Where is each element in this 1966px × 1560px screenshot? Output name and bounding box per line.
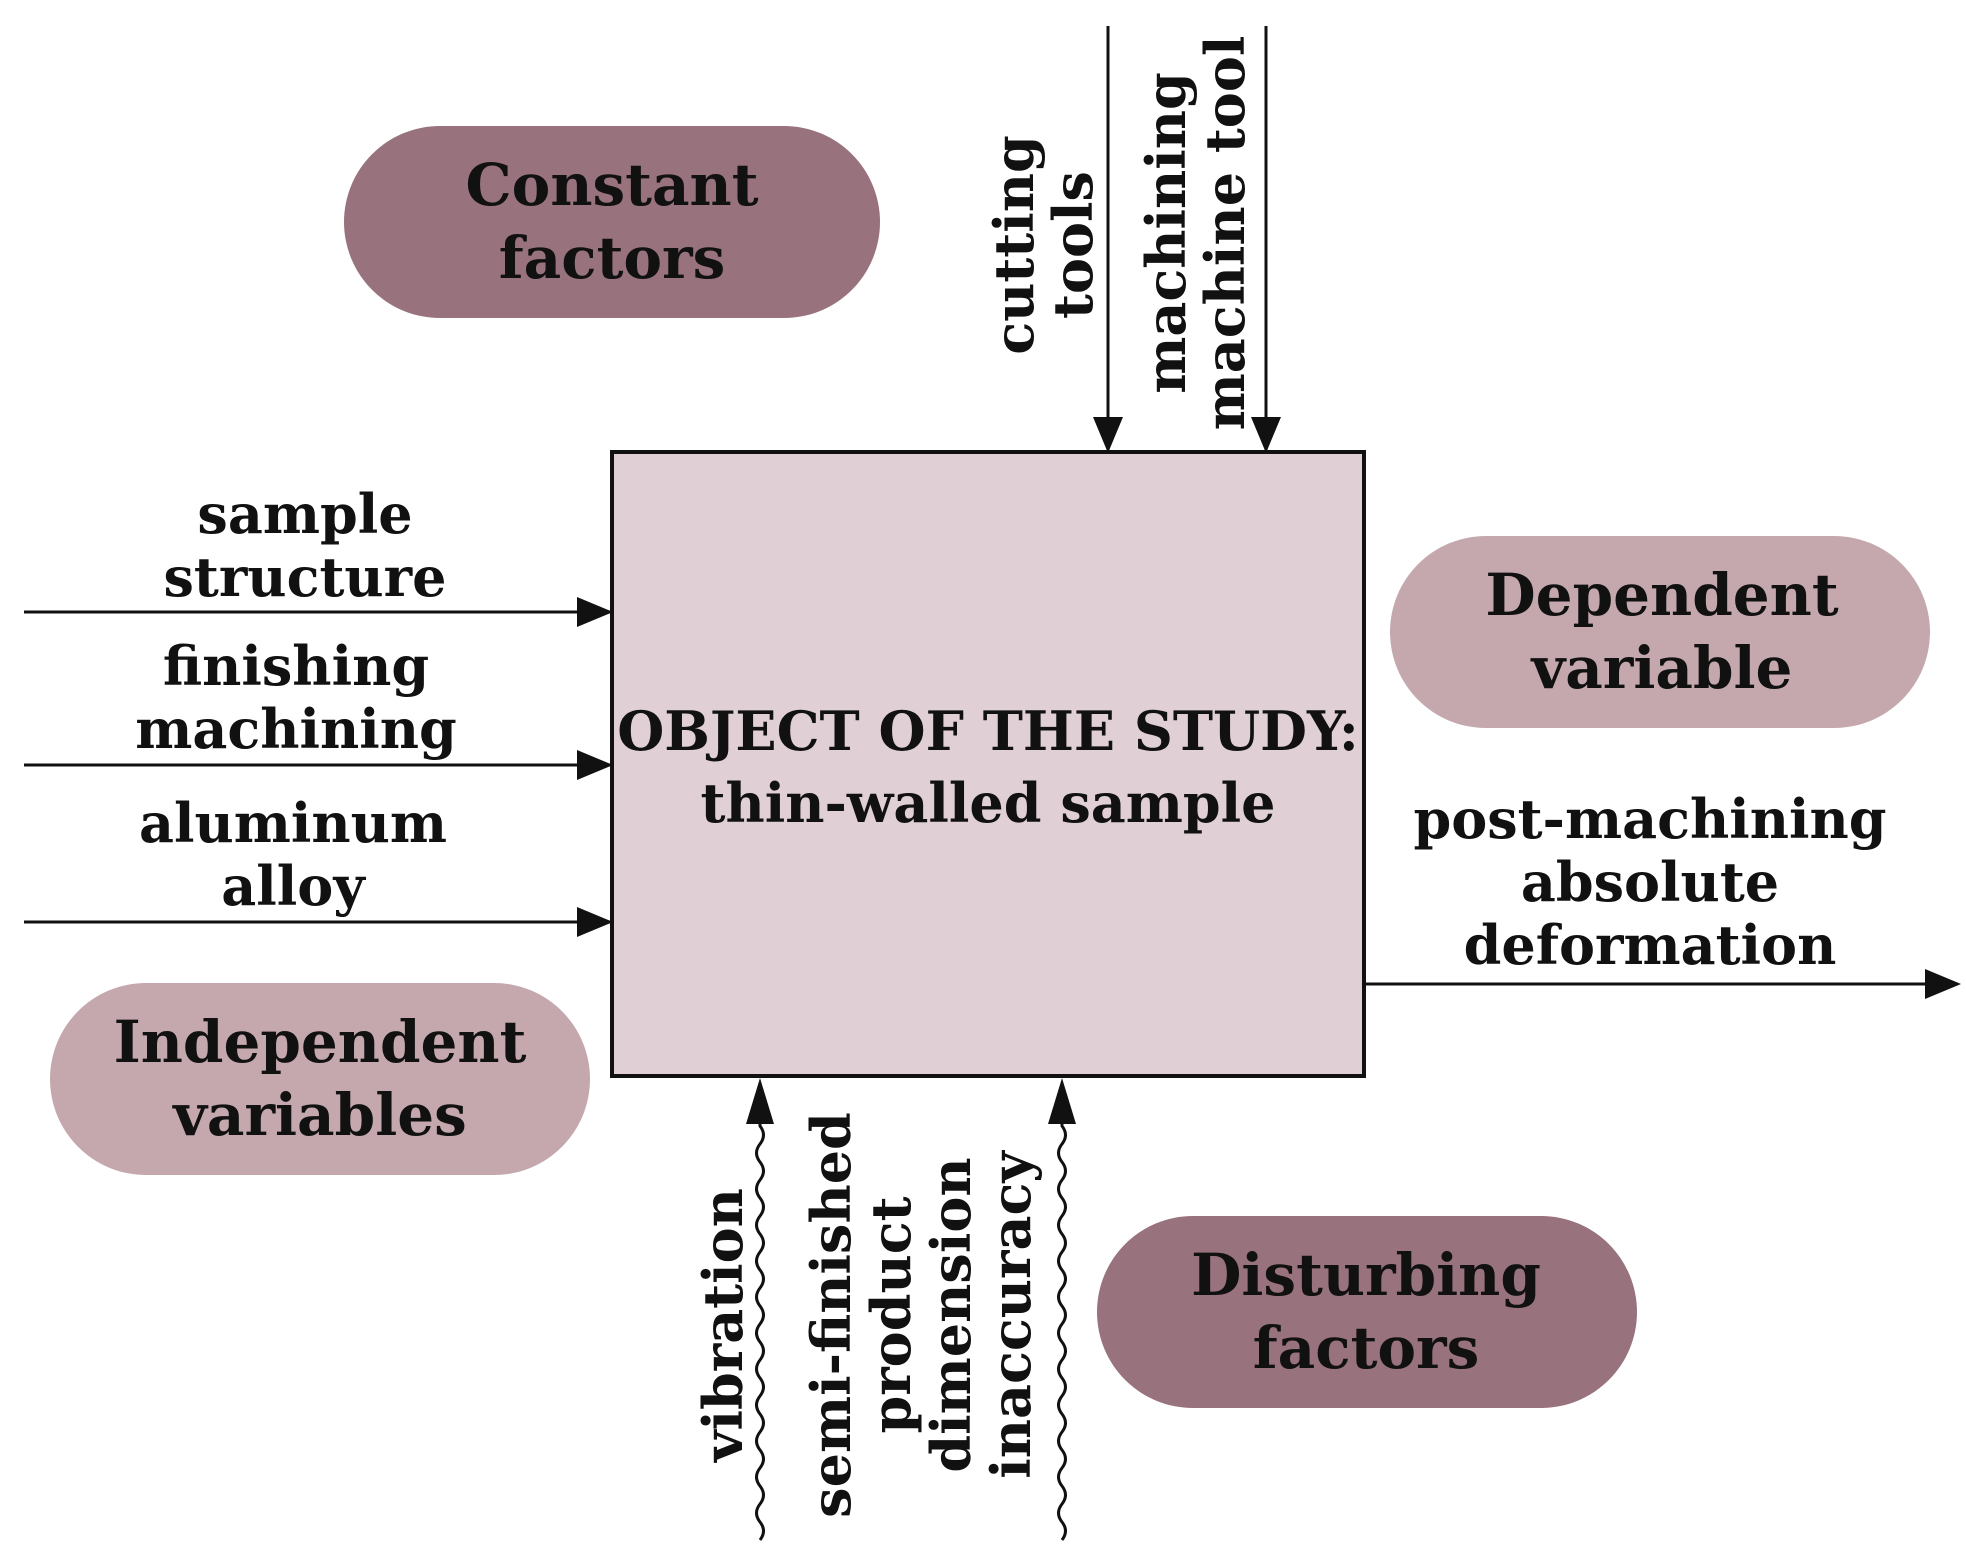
vibration-arrowhead: [746, 1078, 774, 1124]
dimension-inaccuracy-arrowhead: [1048, 1078, 1076, 1124]
vibration-arrow: [755, 1120, 765, 1541]
disturbing-factors-label-1: Disturbing: [1191, 1241, 1541, 1309]
vibration-label-1: vibration: [691, 1188, 755, 1463]
output-label-3: deformation: [1464, 913, 1837, 977]
independent-variables-label-1: Independent: [114, 1008, 527, 1076]
dependent-variable-label-2: variable: [1530, 634, 1793, 702]
output-label-2: absolute: [1521, 850, 1779, 914]
sample-structure-label-2: structure: [164, 545, 447, 609]
output-label-1: post-machining: [1413, 787, 1886, 851]
machining-machine-tool-label-1: machining: [1134, 72, 1198, 394]
semi-finished-label-4: inaccuracy: [979, 1150, 1043, 1479]
constant-factors-label-2: factors: [499, 224, 726, 292]
independent-variables-pill: [50, 983, 590, 1175]
disturbing-factors-pill: [1097, 1216, 1637, 1408]
semi-finished-label-2: product: [859, 1196, 923, 1433]
cutting-tools-label-1: cutting: [982, 135, 1046, 355]
independent-variables-label-2: variables: [171, 1081, 467, 1149]
dependent-variable-label-1: Dependent: [1485, 561, 1838, 629]
sample-structure-label-1: sample: [197, 482, 412, 546]
semi-finished-label-1: semi-finished: [799, 1112, 863, 1518]
dependent-variable-pill: [1390, 536, 1930, 728]
cutting-tools-label: cutting tools: [982, 135, 1105, 355]
aluminum-alloy-label-2: alloy: [221, 854, 366, 918]
disturbing-factors-label-2: factors: [1253, 1314, 1480, 1382]
aluminum-alloy-label-1: aluminum: [139, 791, 447, 855]
finishing-machining-label-2: machining: [135, 697, 457, 761]
semi-finished-label: semi-finished product dimension inaccura…: [799, 1112, 1043, 1518]
semi-finished-label-3: dimension: [919, 1157, 983, 1472]
constant-factors-label-1: Constant: [465, 151, 758, 219]
cutting-tools-label-2: tools: [1041, 171, 1105, 319]
constant-factors-pill: [344, 126, 880, 318]
vibration-label: vibration: [691, 1188, 755, 1463]
object-of-study-box: [610, 450, 1366, 1078]
machining-machine-tool-label-2: machine tool: [1193, 36, 1257, 431]
finishing-machining-label-1: finishing: [163, 634, 429, 698]
object-subtitle: thin-walled sample: [701, 771, 1276, 835]
object-title: OBJECT OF THE STUDY:: [617, 699, 1359, 763]
machining-machine-tool-label: machining machine tool: [1134, 36, 1257, 431]
dimension-inaccuracy-arrow: [1057, 1120, 1067, 1541]
